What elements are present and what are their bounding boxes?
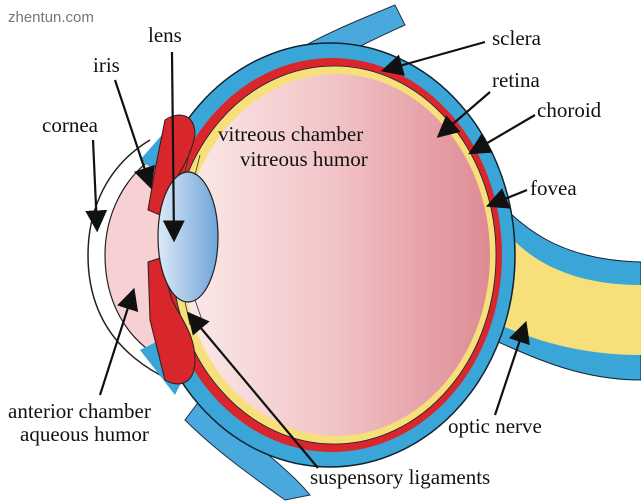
optic-nerve-arrow [493, 320, 530, 416]
label-optic-nerve: optic nerve [448, 414, 542, 438]
label-suspensory-ligaments: suspensory ligaments [310, 465, 490, 489]
iris-lower [147, 257, 196, 385]
label-cornea: cornea [42, 113, 99, 137]
label-iris: iris [93, 53, 120, 77]
label-fovea: fovea [530, 176, 577, 200]
lens-arrow [162, 51, 185, 243]
iris-arrow [113, 79, 155, 190]
cornea-shape [87, 139, 161, 376]
label-vitreous-chamber: vitreous chamber [218, 122, 363, 146]
retina-arrow [436, 91, 491, 138]
fovea-arrow [485, 188, 528, 209]
suspensory-ligaments-arrow [187, 311, 319, 469]
label-sclera: sclera [492, 26, 542, 50]
cornea-arrow [85, 139, 108, 233]
choroid-arrow [468, 114, 536, 155]
optic-nerve-core [478, 200, 641, 355]
label-aqueous-humor: aqueous humor [20, 422, 149, 446]
label-anterior-chamber: anterior chamber [8, 399, 151, 423]
label-retina: retina [492, 68, 540, 92]
ligament-lines [184, 149, 203, 326]
sclera-arrow [380, 40, 486, 76]
vitreous-chamber [182, 74, 490, 436]
lens-shape [157, 171, 219, 303]
label-lens: lens [148, 23, 182, 47]
label-vitreous-humor: vitreous humor [240, 147, 368, 171]
label-choroid: choroid [537, 98, 602, 122]
anterior-chamber-arrow [98, 287, 139, 396]
watermark: zhentun.com [8, 9, 94, 26]
